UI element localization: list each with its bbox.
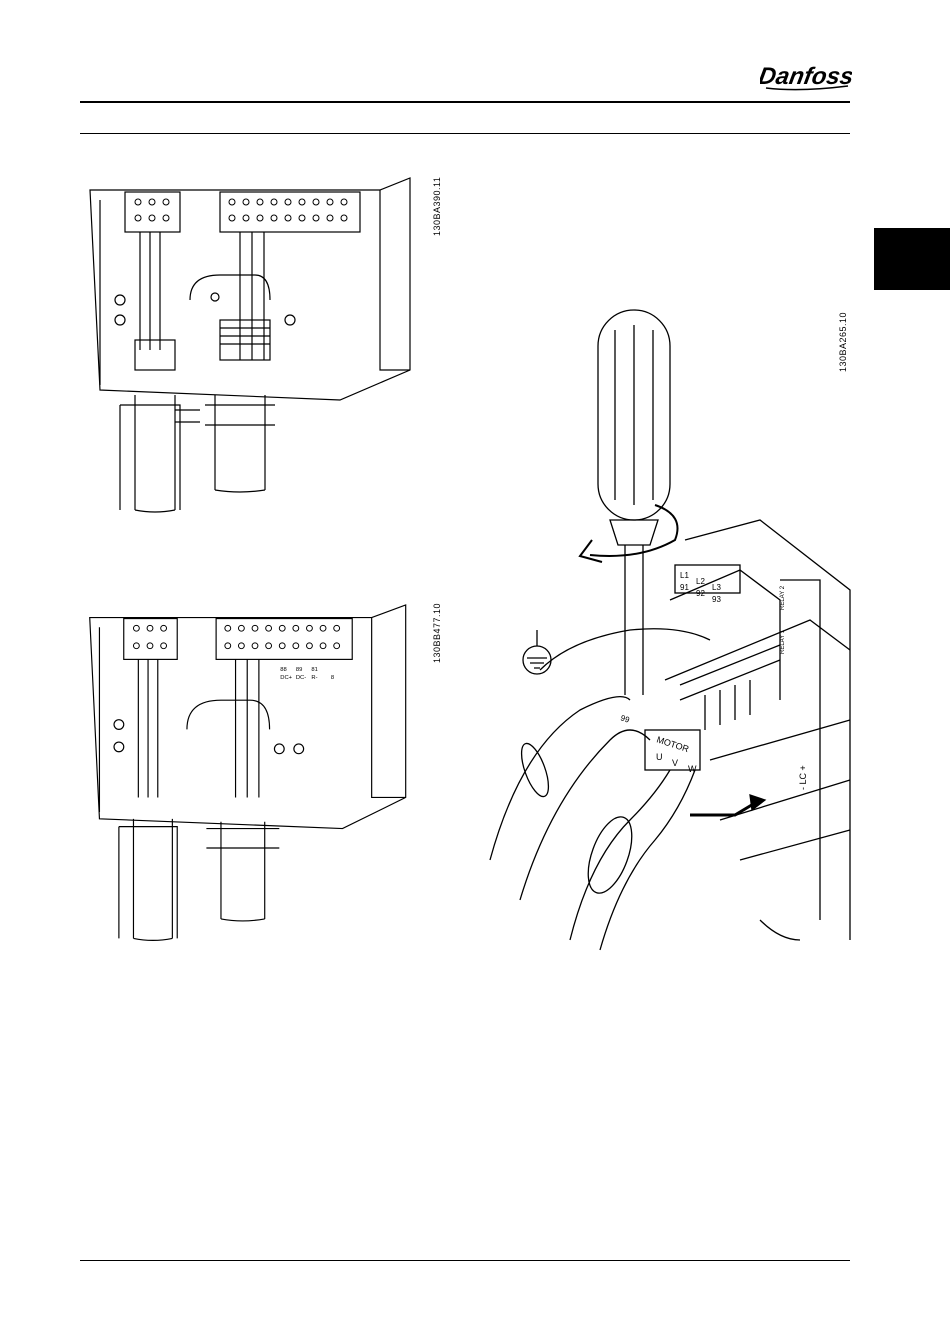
terminal-label: DC-	[296, 675, 306, 681]
terminal-92-label: 92	[696, 589, 705, 598]
footer-rule	[80, 1260, 850, 1261]
terminal-v-label: V	[672, 758, 678, 768]
ground-terminal-label: 99	[619, 713, 631, 724]
header-subrule	[80, 133, 850, 134]
terminal-label: 81	[311, 667, 317, 673]
terminal-w-label: W	[688, 764, 697, 774]
terminal-91-label: 91	[680, 583, 689, 592]
terminal-label: 88	[280, 667, 286, 673]
figure-id: 130BA265.10	[838, 312, 848, 372]
lc-label: - LC +	[798, 765, 808, 790]
chapter-tab	[874, 228, 950, 290]
wiring-illustration-3: 99 MOTOR U V W L1 L2 L3 91 92 93 RELAY 1…	[480, 300, 860, 960]
relay-2-label: RELAY 2	[780, 585, 786, 610]
terminal-l2-label: L2	[696, 577, 705, 586]
terminal-label: DC+	[280, 675, 292, 681]
danfoss-logo: Danfoss	[760, 58, 852, 94]
wiring-illustration-2: 88 89 81 DC+ DC- R- 8	[80, 598, 430, 958]
wiring-illustration-1	[80, 170, 430, 520]
terminal-label: 89	[296, 667, 302, 673]
terminal-u-label: U	[656, 752, 663, 762]
terminal-l3-label: L3	[712, 583, 721, 592]
terminal-93-label: 93	[712, 595, 721, 604]
figure-id: 130BB477.10	[432, 603, 442, 663]
terminal-label: R-	[311, 675, 317, 681]
relay-1-label: RELAY 1	[780, 629, 786, 654]
header-rule	[80, 101, 850, 103]
terminal-l1-label: L1	[680, 571, 689, 580]
figure-id: 130BA390.11	[432, 177, 442, 236]
logo-text: Danfoss	[760, 63, 852, 90]
terminal-label: 8	[331, 675, 334, 681]
